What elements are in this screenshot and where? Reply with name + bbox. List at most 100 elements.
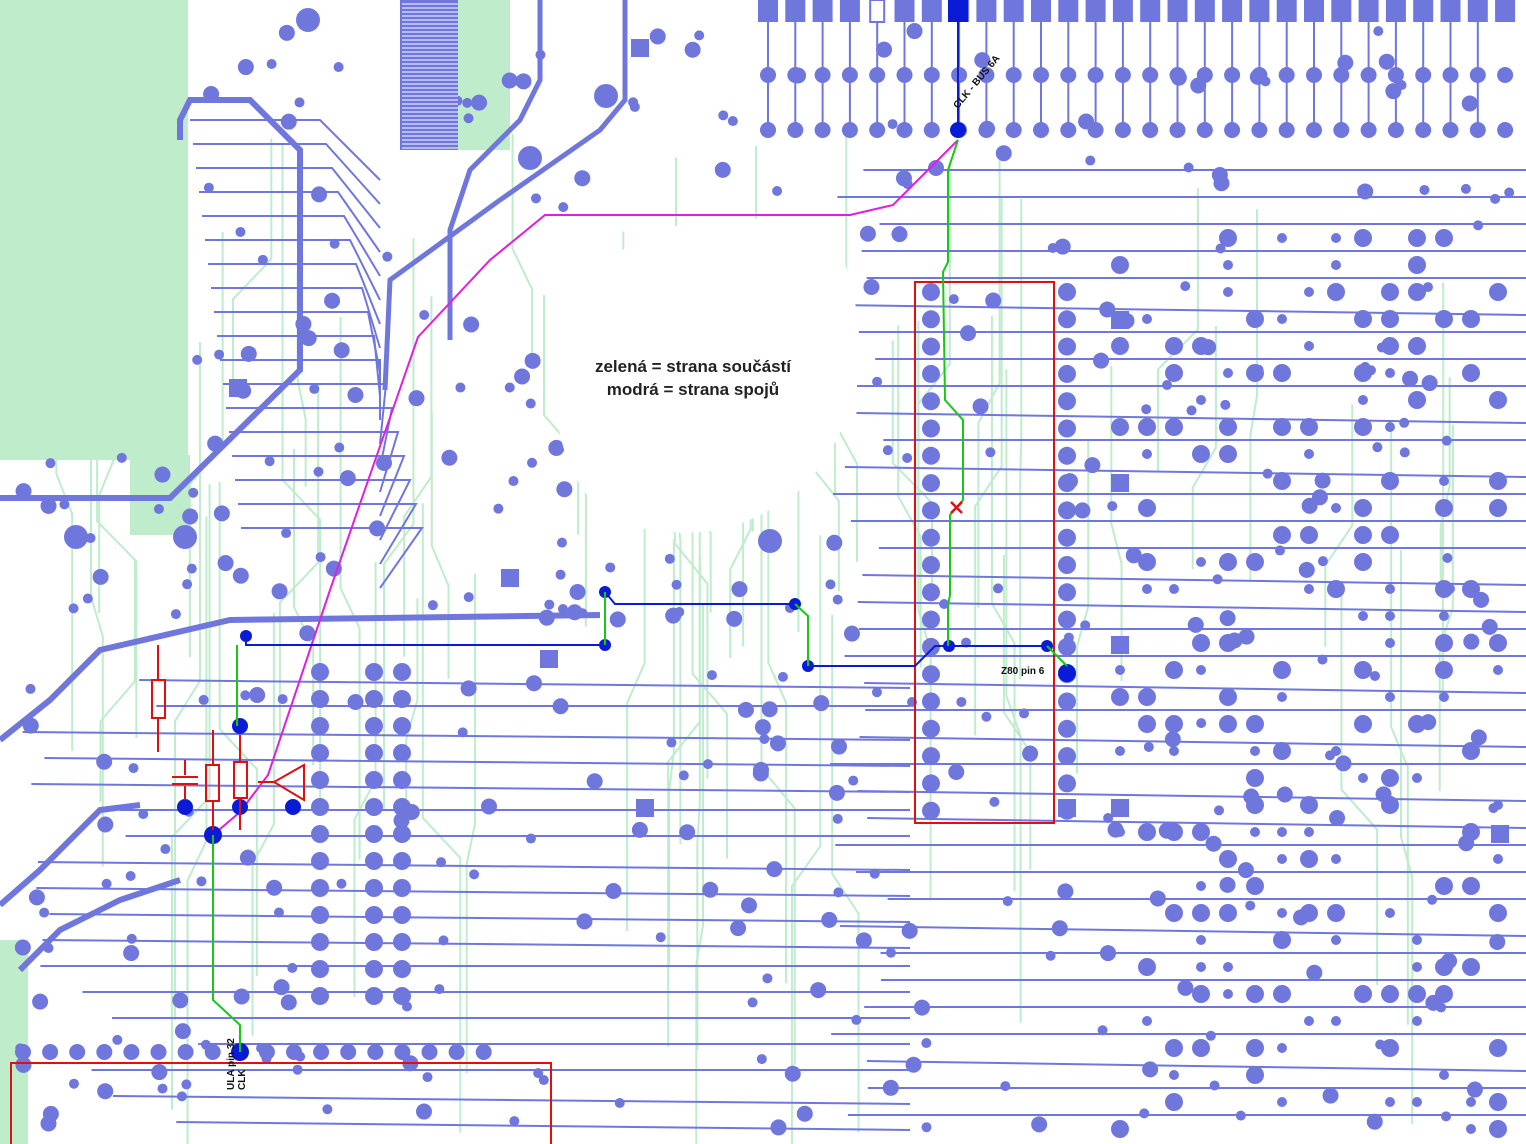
via (334, 442, 345, 453)
via (462, 97, 473, 108)
via (198, 694, 209, 705)
via (434, 984, 445, 995)
via (1100, 945, 1117, 962)
pad (1142, 449, 1152, 459)
pad (1142, 67, 1159, 83)
via (906, 23, 923, 40)
via (256, 1043, 267, 1054)
via (45, 458, 56, 469)
component-trace (186, 516, 208, 1144)
via (524, 352, 541, 369)
via (737, 701, 754, 718)
via (821, 911, 838, 928)
via (577, 608, 588, 619)
pad (1165, 1039, 1183, 1057)
via (679, 824, 696, 841)
via (525, 675, 542, 692)
pad (1138, 688, 1156, 706)
schematic-parts (151, 645, 305, 830)
via (1103, 812, 1114, 823)
pad (1489, 391, 1507, 409)
edge-finger (1304, 0, 1324, 22)
via (480, 798, 497, 815)
pad (1273, 742, 1291, 760)
pad (393, 987, 411, 1005)
via (772, 186, 783, 197)
via (1399, 417, 1410, 428)
via (1093, 352, 1110, 369)
pad (1354, 661, 1372, 679)
via (939, 599, 950, 610)
via (1274, 545, 1285, 556)
via (1245, 900, 1256, 911)
via (1441, 435, 1452, 446)
edge-finger (921, 0, 942, 22)
via (552, 698, 569, 715)
pad (1354, 499, 1372, 517)
via (1481, 618, 1498, 635)
pad (1412, 1016, 1422, 1026)
via (1158, 822, 1175, 839)
edge-finger (1385, 0, 1406, 22)
pad (1469, 67, 1486, 83)
pad (340, 1044, 357, 1060)
pad (922, 337, 940, 356)
via (605, 562, 616, 573)
via (40, 497, 57, 514)
pad (1277, 1097, 1287, 1107)
solder-trace (226, 407, 394, 469)
component-trace (89, 326, 104, 867)
pad (1466, 1124, 1476, 1134)
via (322, 1104, 333, 1115)
via (762, 973, 773, 984)
pad (42, 1044, 59, 1060)
pad (922, 692, 940, 711)
via (882, 1079, 899, 1096)
pad (1327, 580, 1345, 598)
via (605, 882, 622, 899)
pad (1354, 229, 1372, 247)
via (1402, 370, 1419, 387)
via (213, 505, 230, 522)
via (125, 871, 136, 882)
via (441, 449, 458, 466)
solder-trace (202, 215, 381, 277)
pad (1115, 746, 1125, 756)
pad (311, 717, 329, 735)
via (1000, 1081, 1011, 1092)
via (1196, 718, 1207, 729)
via (586, 773, 603, 790)
via (82, 593, 93, 604)
edge-finger (976, 0, 997, 22)
pad (1358, 773, 1368, 783)
via (1143, 741, 1154, 752)
pad (1192, 445, 1210, 463)
pad (1354, 310, 1372, 328)
large-pad (296, 8, 320, 32)
component-trace (1340, 593, 1379, 986)
via (295, 315, 312, 332)
edge-finger (1467, 0, 1488, 22)
solder-trace (229, 431, 400, 493)
via (469, 869, 480, 880)
pad (1192, 985, 1210, 1003)
via (902, 452, 913, 463)
pad (922, 364, 940, 383)
square-pad (1111, 799, 1129, 817)
pad (365, 690, 383, 708)
pad (760, 122, 776, 138)
via (1385, 83, 1402, 100)
via (761, 701, 778, 718)
pad (1219, 904, 1237, 922)
via (200, 1039, 211, 1050)
pad (1273, 526, 1291, 544)
via (1200, 339, 1217, 356)
via (832, 594, 843, 605)
component-trace (990, 315, 1016, 892)
via (848, 775, 859, 786)
via (214, 349, 225, 360)
pad (1435, 229, 1453, 247)
edge-finger (758, 0, 778, 22)
pad (1060, 122, 1077, 138)
via (1209, 1080, 1220, 1091)
